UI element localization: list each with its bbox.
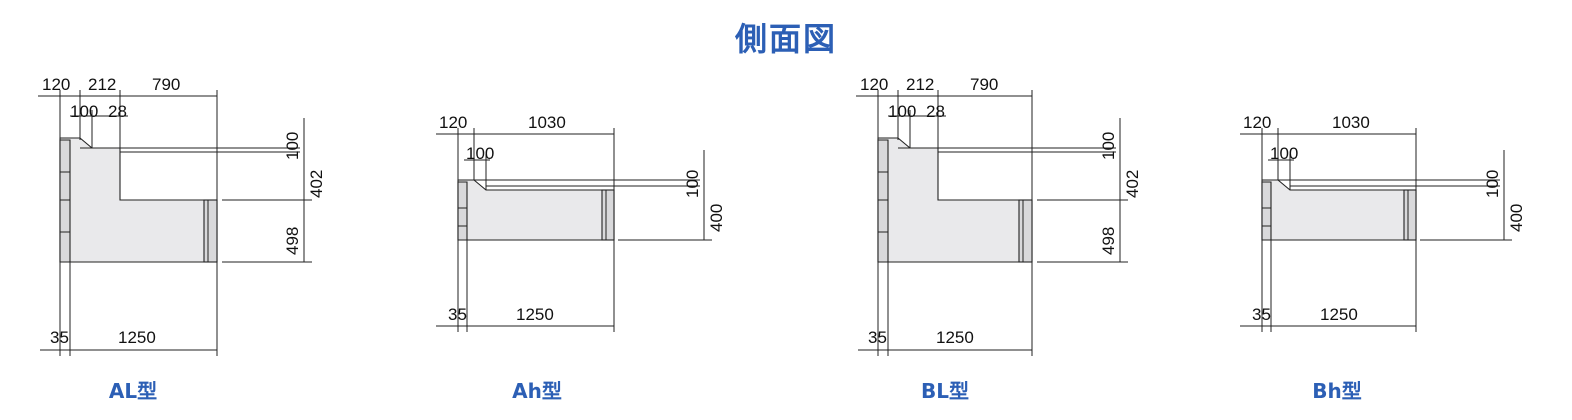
bh-dim-100: 100 — [1270, 144, 1298, 163]
bh-body — [1261, 179, 1417, 241]
ah-body — [457, 179, 615, 241]
al-dim-right-498: 498 — [283, 227, 302, 255]
al-caption: AL型 — [109, 379, 157, 403]
al-dim-top-790: 790 — [152, 75, 180, 94]
ah-dim-bottom-35: 35 — [448, 305, 467, 324]
ah-dim-top-120: 120 — [439, 113, 467, 132]
ah-dim-right-400: 400 — [707, 204, 726, 232]
bl-dim-top-212: 212 — [906, 75, 934, 94]
al-dim-28: 28 — [108, 102, 127, 121]
bh-dim-bottom-1250: 1250 — [1320, 305, 1358, 324]
al-dim-100: 100 — [70, 102, 98, 121]
drawing-ah: 120 1030 100 100 400 35 1250 Ah型 — [436, 113, 726, 403]
bh-dim-right-100: 100 — [1483, 170, 1502, 198]
bl-dim-bottom-1250: 1250 — [936, 328, 974, 347]
bh-dim-right-400: 400 — [1507, 204, 1526, 232]
al-dim-bottom-35: 35 — [50, 328, 69, 347]
bl-dim-right-100: 100 — [1099, 132, 1118, 160]
bl-dim-bottom-35: 35 — [868, 328, 887, 347]
ah-caption: Ah型 — [512, 379, 562, 403]
drawing-bl: 120 212 790 100 28 100 402 498 35 1250 B… — [856, 75, 1142, 403]
bl-body — [877, 137, 1033, 263]
al-dim-top-212: 212 — [88, 75, 116, 94]
al-dim-right-402: 402 — [307, 170, 326, 198]
bl-dim-top-120: 120 — [860, 75, 888, 94]
ah-dim-100: 100 — [466, 144, 494, 163]
bh-dim-top-120: 120 — [1243, 113, 1271, 132]
al-body — [59, 137, 218, 263]
bl-caption: BL型 — [921, 379, 969, 403]
page-title: 側面図 — [734, 20, 837, 58]
bh-dim-top-1030: 1030 — [1332, 113, 1370, 132]
ah-dim-bottom-1250: 1250 — [516, 305, 554, 324]
bh-dim-bottom-35: 35 — [1252, 305, 1271, 324]
al-dim-right-100: 100 — [283, 132, 302, 160]
bl-dim-top-790: 790 — [970, 75, 998, 94]
ah-dim-top-1030: 1030 — [528, 113, 566, 132]
bl-dim-right-498: 498 — [1099, 227, 1118, 255]
al-dim-bottom-1250: 1250 — [118, 328, 156, 347]
bh-caption: Bh型 — [1312, 379, 1361, 403]
bl-dim-100: 100 — [888, 102, 916, 121]
drawing-al: 120 212 790 100 28 100 402 498 35 1250 A… — [38, 75, 326, 403]
al-dim-top-120: 120 — [42, 75, 70, 94]
bl-dim-right-402: 402 — [1123, 170, 1142, 198]
bl-dim-28: 28 — [926, 102, 945, 121]
ah-dim-right-100: 100 — [683, 170, 702, 198]
drawing-bh: 120 1030 100 100 400 35 1250 Bh型 — [1240, 113, 1526, 403]
